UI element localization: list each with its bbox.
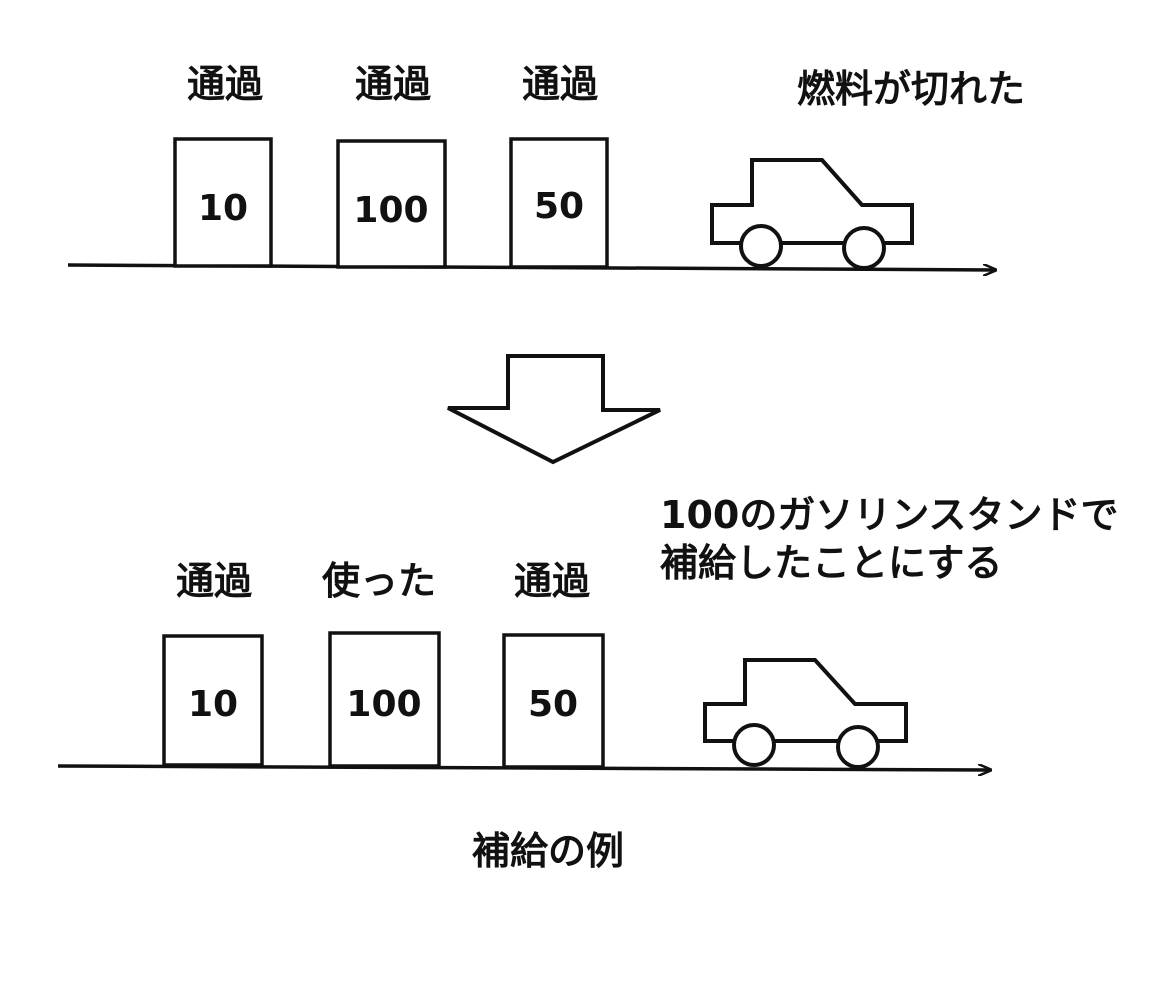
top-station-1-value: 10 — [198, 188, 248, 229]
top-station-3: 50 — [509, 137, 609, 269]
bottom-station-3-status: 通過 — [513, 559, 591, 603]
top-station-1-status: 通過 — [186, 62, 264, 106]
top-car-icon — [710, 158, 914, 270]
top-station-3-status: 通過 — [521, 62, 599, 106]
down-arrow-icon — [447, 354, 661, 465]
bottom-car-icon — [703, 658, 908, 769]
top-station-2-status: 通過 — [354, 62, 432, 106]
top-station-2-value: 100 — [353, 190, 428, 231]
top-car-body — [710, 158, 914, 245]
bottom-station-1-box — [162, 634, 264, 767]
refuel-note: 100のガソリンスタンドで 補給したことにする — [660, 492, 1119, 587]
top-station-2: 100 — [336, 139, 447, 269]
top-station-1: 10 — [173, 137, 273, 268]
refuel-note-line2: 補給したことにする — [660, 540, 1003, 585]
bottom-car-wheel-front — [836, 725, 880, 769]
top-station-3-value: 50 — [534, 186, 584, 227]
refuel-note-line1: 100のガソリンスタンドで — [660, 493, 1119, 537]
bottom-car-body — [703, 658, 908, 743]
bottom-station-2-status: 使った — [321, 559, 437, 603]
bottom-station-2: 100 — [328, 631, 441, 768]
top-station-3-box — [509, 137, 609, 269]
bottom-station-3-value: 50 — [528, 684, 578, 725]
figure-caption: 補給の例 — [471, 829, 625, 873]
bottom-station-1-status: 通過 — [175, 559, 253, 603]
top-car-label: 燃料が切れた — [797, 67, 1026, 111]
bottom-station-1-value: 10 — [188, 684, 238, 725]
bottom-station-3-box — [502, 633, 605, 769]
bottom-station-3: 50 — [502, 633, 605, 769]
bottom-station-2-value: 100 — [346, 684, 421, 725]
top-station-1-box — [173, 137, 273, 268]
top-car-wheel-front — [842, 226, 886, 270]
top-station-2-box — [336, 139, 447, 269]
bottom-station-2-box — [328, 631, 441, 768]
bottom-station-1: 10 — [162, 634, 264, 767]
top-car-wheel-rear — [739, 224, 783, 268]
bottom-car-wheel-rear — [732, 723, 776, 767]
